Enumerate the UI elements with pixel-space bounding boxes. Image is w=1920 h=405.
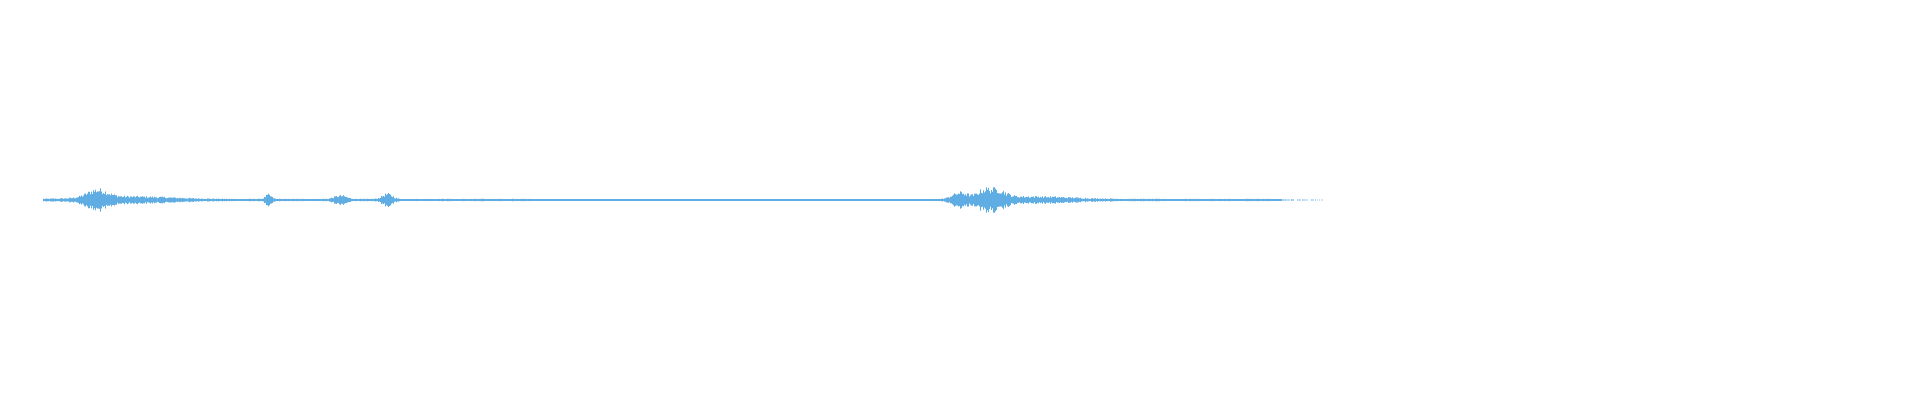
waveform-canvas	[43, 187, 1323, 213]
